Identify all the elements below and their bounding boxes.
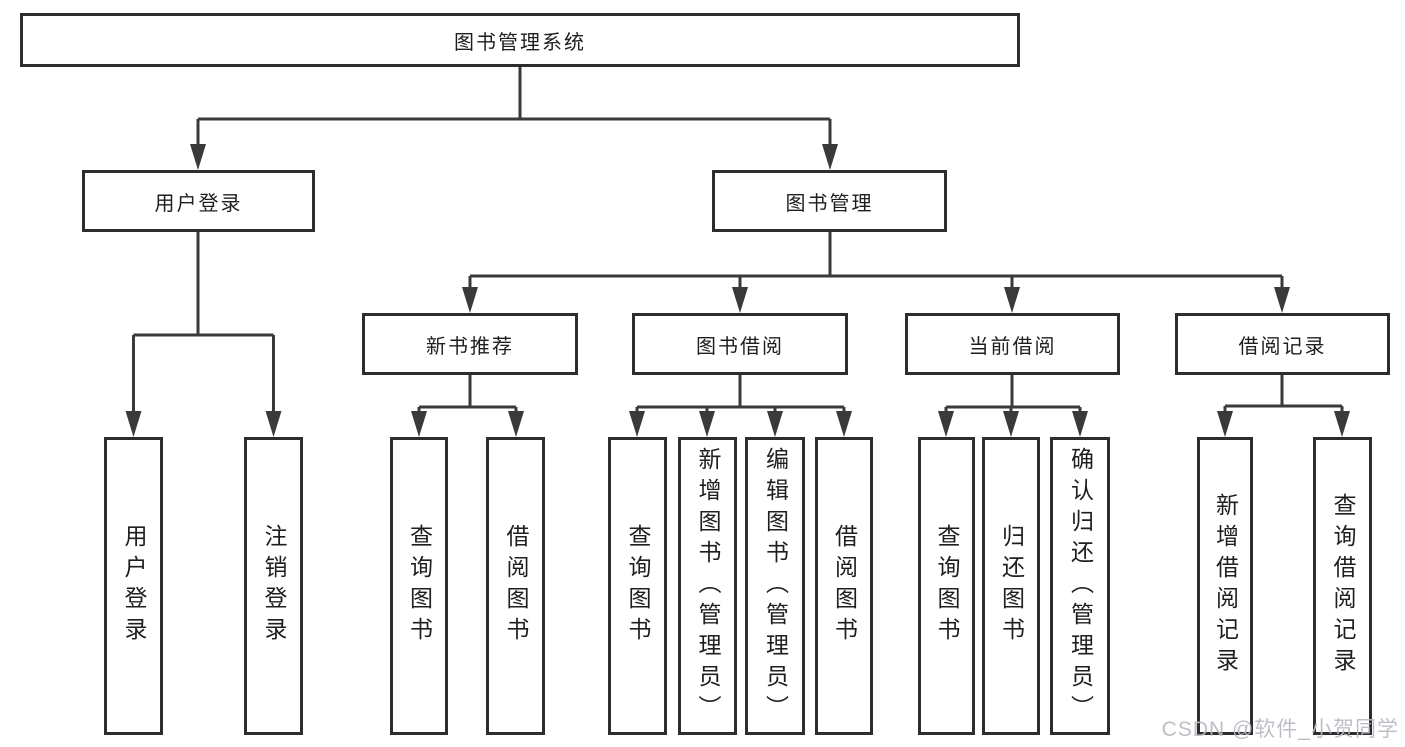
leaf-current-query-books: 查询图书 (918, 437, 975, 735)
leaf-user-login-label: 用户登录 (121, 524, 147, 648)
leaf-add-borrow-record-label: 新增借阅记录 (1212, 493, 1239, 679)
leaf-logout-label: 注销登录 (261, 524, 287, 648)
leaf-borrow-query-books: 查询图书 (608, 437, 667, 735)
node-user-login: 用户登录 (82, 170, 315, 232)
leaf-return-books: 归还图书 (982, 437, 1040, 735)
node-root-label: 图书管理系统 (454, 31, 586, 54)
leaf-recommend-borrow-books-label: 借阅图书 (503, 524, 529, 648)
leaf-return-books-label: 归还图书 (998, 524, 1025, 648)
leaf-confirm-return-admin: 确认归还（管理员） (1050, 437, 1110, 735)
node-new-book-recommend: 新书推荐 (362, 313, 578, 375)
leaf-recommend-query-books-label: 查询图书 (406, 524, 433, 648)
node-user-login-label: 用户登录 (154, 192, 243, 215)
leaf-query-borrow-record-label: 查询借阅记录 (1330, 493, 1356, 679)
leaf-add-books-admin: 新增图书（管理员） (678, 437, 737, 735)
node-borrow-records: 借阅记录 (1175, 313, 1390, 375)
leaf-edit-books-admin-label: 编辑图书（管理员） (762, 446, 789, 726)
leaf-confirm-return-admin-label: 确认归还（管理员） (1067, 446, 1094, 726)
leaf-borrow-books-label: 借阅图书 (831, 524, 858, 648)
leaf-current-query-books-label: 查询图书 (934, 524, 960, 648)
leaf-user-login: 用户登录 (104, 437, 163, 735)
node-book-management-label: 图书管理 (785, 192, 874, 215)
node-book-borrow-label: 图书借阅 (696, 335, 784, 358)
node-current-borrow-label: 当前借阅 (968, 335, 1057, 358)
node-root: 图书管理系统 (20, 13, 1020, 67)
node-new-book-recommend-label: 新书推荐 (426, 335, 514, 358)
leaf-recommend-query-books: 查询图书 (390, 437, 448, 735)
node-book-management: 图书管理 (712, 170, 947, 232)
leaf-borrow-query-books-label: 查询图书 (625, 524, 651, 648)
leaf-add-books-admin-label: 新增图书（管理员） (695, 446, 721, 726)
leaf-query-borrow-record: 查询借阅记录 (1313, 437, 1372, 735)
arrowhead-icons (125, 144, 1350, 437)
leaf-edit-books-admin: 编辑图书（管理员） (745, 437, 805, 735)
node-book-borrow: 图书借阅 (632, 313, 848, 375)
leaf-borrow-books: 借阅图书 (815, 437, 873, 735)
node-borrow-records-label: 借阅记录 (1238, 335, 1327, 358)
leaf-add-borrow-record: 新增借阅记录 (1197, 437, 1253, 735)
csdn-watermark: CSDN @软件_小贺同学 (1161, 718, 1399, 741)
leaf-recommend-borrow-books: 借阅图书 (486, 437, 545, 735)
node-current-borrow: 当前借阅 (905, 313, 1120, 375)
leaf-logout: 注销登录 (244, 437, 303, 735)
